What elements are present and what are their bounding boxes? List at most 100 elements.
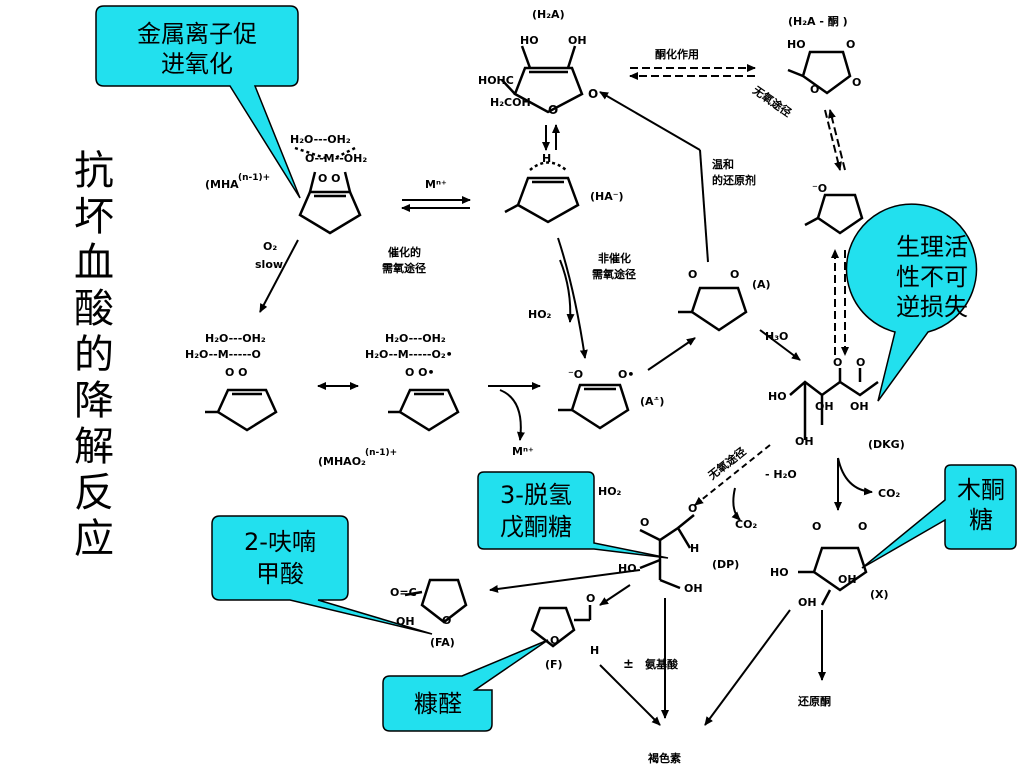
o-label: O: [812, 520, 821, 533]
o-label: O: [846, 38, 855, 51]
label-minus-h2o: - H₂O: [765, 468, 797, 481]
callout-xylosone: 木酮 糖: [861, 464, 1017, 569]
callout-physio: 生理活 性不可 逆损失: [845, 203, 978, 402]
label-mha-sup: (n-1)+: [238, 173, 270, 183]
ha-structure: [504, 161, 580, 224]
mha-structure: [294, 146, 362, 235]
callout-metal-line1: 金属离子促: [137, 20, 257, 48]
label-anaerobic-mid: 无氧途径: [704, 444, 748, 483]
label-ho2: HO₂: [528, 308, 552, 321]
side-title-char: 降: [74, 378, 114, 424]
side-title-char: 酸: [74, 286, 114, 332]
side-title-char: 血: [74, 240, 114, 286]
o-label: O: [688, 502, 697, 515]
label-reductone: 还原酮: [797, 694, 831, 708]
oh-label: OH: [838, 573, 857, 586]
oh-label: OH: [850, 400, 869, 413]
label-h2a-keto: (H₂A - 酮 ): [788, 15, 848, 28]
label-ha: (HA⁻): [590, 190, 624, 203]
callout-furfural-text: 糠醛: [414, 690, 462, 718]
reaction-arrows: [259, 64, 873, 726]
label-co2-mid: CO₂: [735, 518, 757, 531]
o-minus-label: ⁻O: [568, 368, 583, 381]
o-dot-label: O•: [618, 368, 634, 381]
oh-label: OH: [684, 582, 703, 595]
callout-metal-line2: 进氧化: [161, 50, 233, 78]
m-center: H₂O--M-----O: [185, 348, 261, 361]
o-o-label: O O: [225, 366, 248, 379]
label-mhao2: (MHAO₂: [318, 455, 366, 468]
mhao2-left-structure: [205, 388, 278, 432]
dp-structure: [639, 514, 695, 590]
label-amino-acid: 氨基酸: [645, 657, 679, 671]
label-a-radical: (A⁻̇): [640, 395, 664, 408]
o-label: O: [833, 356, 842, 369]
label-melanoidin: 褐色素: [647, 751, 681, 765]
side-title: 抗 坏 血 酸 的 降 解 反 应: [74, 148, 114, 562]
label-anaerobic-top: 无氧途径: [749, 82, 794, 119]
callout-xylosone-line2: 糖: [969, 506, 993, 534]
callout-furoic: 2-呋喃 甲酸: [211, 515, 433, 635]
label-a: (A): [752, 278, 771, 291]
label-h2a: (H₂A): [532, 8, 565, 21]
ho-label: HO: [768, 390, 787, 403]
o-c-label: O=C: [390, 586, 417, 599]
label-keto-action: 酮化作用: [655, 47, 699, 61]
dkg-structure: [789, 368, 879, 440]
label-f: (F): [545, 658, 563, 671]
m-center: H₂O--M-----O₂•: [365, 348, 453, 361]
a-structure: [678, 286, 748, 332]
o-o-label: O O: [318, 172, 341, 185]
label-pm: ±: [623, 657, 634, 672]
h2o-ligand: H₂O---OH₂: [385, 332, 446, 345]
h-label: H: [590, 644, 599, 657]
callout-xylosone-line1: 木酮: [957, 476, 1005, 504]
o-label: O: [586, 592, 595, 605]
o-label: O: [640, 516, 649, 529]
label-catalytic-2: 需氧途径: [382, 261, 426, 275]
o-label: O: [852, 76, 861, 89]
side-title-char: 应: [74, 516, 114, 562]
label-dkg: (DKG): [868, 438, 905, 451]
a-radical-structure: [558, 383, 630, 430]
m-center: O--M--OH₂: [305, 152, 367, 165]
oh-label: OH: [795, 435, 814, 448]
o-label: O: [730, 268, 739, 281]
label-dp: (DP): [712, 558, 739, 571]
label-noncatalytic-1: 非催化: [598, 251, 631, 265]
side-title-char: 解: [74, 424, 114, 470]
h2coh-label: H₂COH: [490, 96, 531, 109]
o-label: O: [442, 614, 451, 627]
h-bond-label: H: [542, 152, 551, 165]
o-label: O: [550, 634, 559, 647]
fa-structure: [404, 578, 468, 624]
label-h3o: H₃O: [765, 330, 788, 343]
callout-dp-line2: 戊酮糖: [500, 513, 572, 541]
callout-dp-line1: 3-脱氢: [500, 481, 572, 509]
ring-o-h2a: O: [548, 103, 558, 117]
label-ho2-mid: HO₂: [598, 485, 622, 498]
f-structure: [530, 605, 592, 648]
ho-label: HO: [770, 566, 789, 579]
callout-furoic-line1: 2-呋喃: [244, 528, 316, 556]
side-title-char: 抗: [74, 148, 114, 194]
label-fa: (FA): [430, 636, 455, 649]
h2o-ligand: H₂O---OH₂: [205, 332, 266, 345]
o-label: O: [858, 520, 867, 533]
label-noncatalytic-2: 需氧途径: [592, 267, 636, 281]
h2a-structure: [501, 45, 584, 114]
x-structure: [798, 546, 868, 606]
label-mild-reductant-1: 温和: [712, 157, 734, 171]
ring-right-structure: [804, 193, 864, 235]
callout-physio-line2: 性不可: [896, 263, 968, 291]
label-slow: slow: [255, 258, 283, 271]
mhao2-right-structure: [388, 388, 460, 432]
label-catalytic-1: 催化的: [388, 245, 421, 259]
callout-physio-line3: 逆损失: [896, 293, 968, 321]
callout-metal: 金属离子促 进氧化: [95, 5, 301, 199]
h2a-keto-structure: [787, 50, 852, 95]
side-title-char: 反: [74, 470, 114, 516]
oh-label: OH: [815, 400, 834, 413]
callout-dp: 3-脱氢 戊酮糖: [477, 471, 669, 559]
